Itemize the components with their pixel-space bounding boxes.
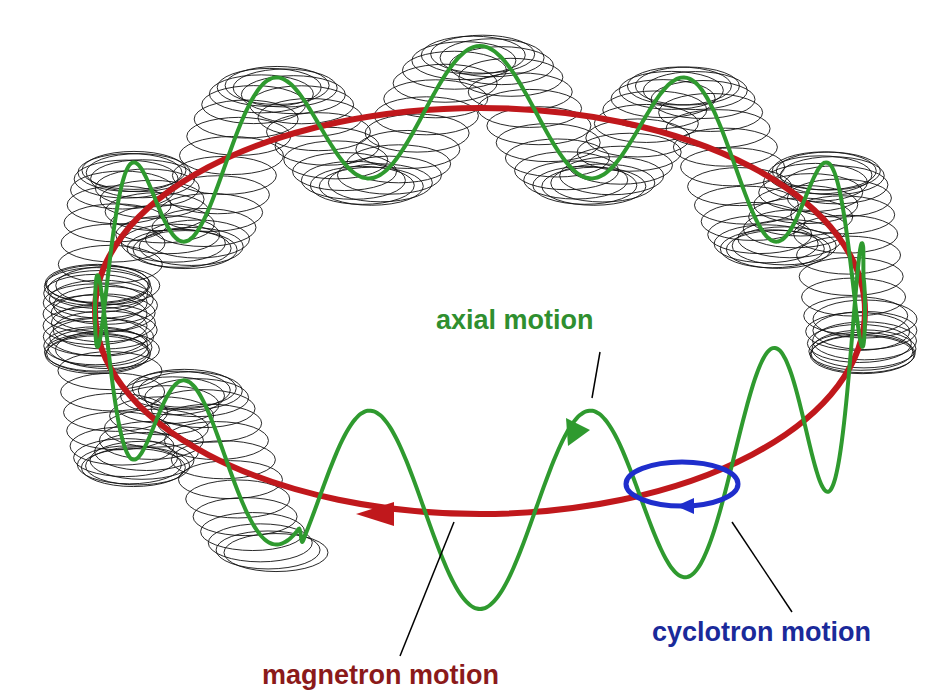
cyclotron-arrowhead bbox=[676, 498, 694, 514]
cyclotron-loop bbox=[146, 220, 250, 258]
cyclotron-loop bbox=[560, 157, 664, 195]
axial-leader bbox=[592, 352, 600, 398]
magnetron-label: magnetron motion bbox=[262, 661, 499, 691]
cyclotron-loop bbox=[533, 166, 637, 204]
axial-label: axial motion bbox=[436, 306, 594, 336]
cyclotron-loop bbox=[82, 151, 186, 189]
magnetron-leader bbox=[400, 522, 454, 656]
cyclotron-loop bbox=[139, 227, 243, 265]
cyclotron-loop bbox=[193, 498, 297, 536]
cyclotron-loop bbox=[577, 133, 681, 171]
cyclotron-loop bbox=[110, 397, 214, 435]
cyclotron-loop bbox=[780, 157, 884, 195]
cyclotron-loop bbox=[250, 86, 354, 124]
cyclotron-loop bbox=[133, 231, 237, 269]
cyclotron-loops bbox=[43, 35, 917, 571]
cyclotron-loop bbox=[91, 160, 195, 198]
axial-wave bbox=[95, 46, 865, 609]
magnetron-arrowhead bbox=[356, 502, 394, 526]
cyclotron-loop bbox=[431, 35, 535, 73]
cyclotron-loop bbox=[365, 114, 469, 152]
cyclotron-loop bbox=[337, 156, 441, 194]
cyclotron-loop bbox=[772, 152, 876, 190]
cyclotron-loop bbox=[776, 152, 880, 190]
cyclotron-label: cyclotron motion bbox=[652, 618, 871, 648]
cyclotron-loop bbox=[643, 72, 747, 110]
cyclotron-loop bbox=[701, 202, 805, 240]
cyclotron-loop bbox=[127, 229, 231, 267]
cyclotron-loop bbox=[328, 164, 432, 202]
axial-arrowhead bbox=[566, 418, 590, 446]
cyclotron-loop bbox=[201, 513, 305, 551]
magnetron-orbit bbox=[95, 108, 865, 514]
cyclotron-loop bbox=[310, 166, 414, 204]
cyclotron-leader bbox=[732, 522, 792, 612]
cyclotron-orbit bbox=[626, 462, 738, 506]
